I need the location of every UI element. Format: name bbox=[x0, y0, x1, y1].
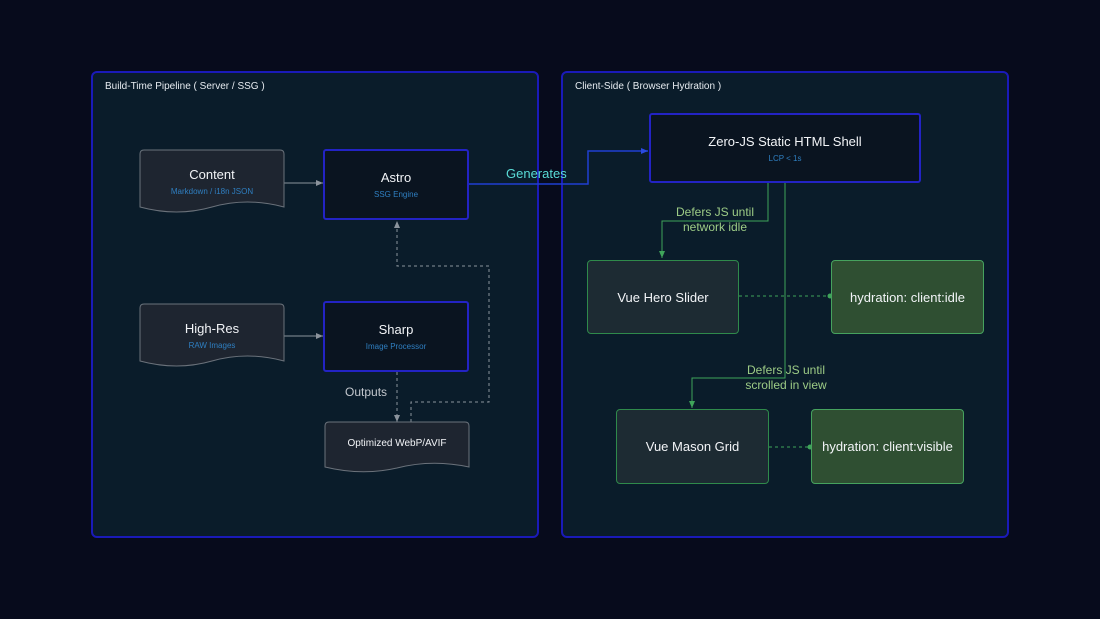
sharp-title: Sharp bbox=[378, 322, 414, 337]
document-shape bbox=[139, 149, 285, 213]
high-res-title: High-Res bbox=[184, 321, 240, 336]
astro-node: Astro SSG Engine bbox=[323, 149, 469, 220]
shell-title: Zero-JS Static HTML Shell bbox=[708, 133, 862, 149]
high-res-subtitle: RAW Images bbox=[188, 341, 236, 350]
outputs-label: Outputs bbox=[345, 385, 388, 399]
vue-mason-grid-node: Vue Mason Grid bbox=[616, 409, 769, 484]
hydration-idle-node: hydration: client:idle bbox=[831, 260, 984, 334]
static-html-shell-node: Zero-JS Static HTML Shell LCP < 1s bbox=[649, 113, 921, 183]
high-res-node: High-Res RAW Images bbox=[139, 303, 285, 369]
defer-view-label: Defers JS until scrolled in view bbox=[734, 363, 838, 393]
document-shape bbox=[324, 421, 470, 473]
mason-grid-title: Vue Mason Grid bbox=[645, 439, 740, 454]
shell-subtitle: LCP < 1s bbox=[768, 153, 802, 163]
content-node: Content Markdown / i18n JSON bbox=[139, 149, 285, 215]
sharp-subtitle: Image Processor bbox=[365, 342, 427, 351]
defer-idle-line2: network idle bbox=[682, 220, 748, 234]
client-panel-title: Client-Side ( Browser Hydration ) bbox=[575, 81, 722, 92]
astro-subtitle: SSG Engine bbox=[373, 190, 419, 199]
sharp-node: Sharp Image Processor bbox=[323, 301, 469, 372]
defer-view-line1: Defers JS until bbox=[746, 363, 826, 377]
defer-idle-label: Defers JS until network idle bbox=[666, 205, 764, 235]
vue-hero-slider-node: Vue Hero Slider bbox=[587, 260, 739, 334]
content-title: Content bbox=[189, 167, 235, 182]
generates-label: Generates bbox=[506, 166, 567, 181]
hydration-idle-title: hydration: client:idle bbox=[850, 289, 965, 305]
astro-title: Astro bbox=[380, 170, 412, 185]
optimized-title: Optimized WebP/AVIF bbox=[347, 438, 447, 449]
hydration-visible-node: hydration: client:visible bbox=[811, 409, 964, 484]
build-panel-title: Build-Time Pipeline ( Server / SSG ) bbox=[105, 81, 265, 92]
hydration-visible-title: hydration: client:visible bbox=[822, 439, 953, 454]
hero-slider-title: Vue Hero Slider bbox=[617, 289, 709, 305]
optimized-webp-node: Optimized WebP/AVIF bbox=[324, 421, 470, 475]
document-shape bbox=[139, 303, 285, 367]
defer-view-line2: scrolled in view bbox=[745, 378, 827, 392]
content-subtitle: Markdown / i18n JSON bbox=[170, 187, 254, 196]
defer-idle-line1: Defers JS until bbox=[675, 205, 755, 219]
